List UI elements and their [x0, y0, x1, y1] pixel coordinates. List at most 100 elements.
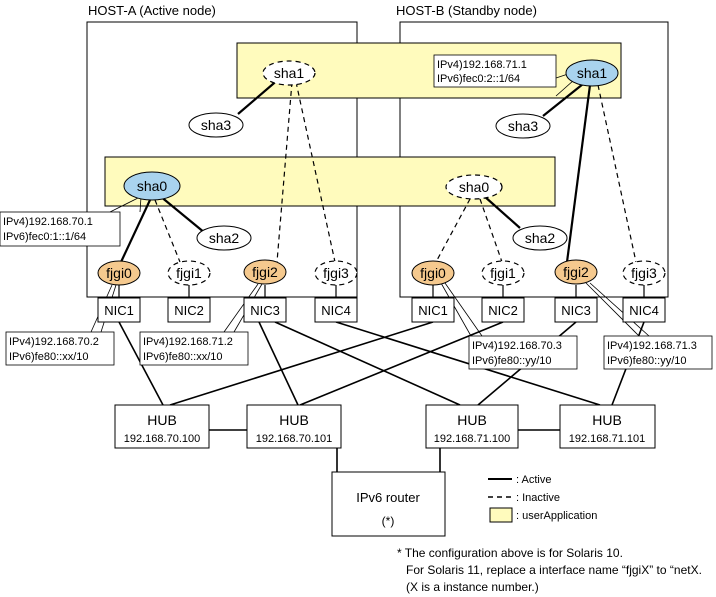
fjgi0-a-label: fjgi0	[106, 265, 132, 281]
legend-userapp-swatch	[489, 507, 513, 523]
fjgi2-a-ipv4: IPv4)192.168.71.2	[143, 336, 233, 348]
fjgi1-b-node[interactable]: fjgi1	[481, 260, 525, 286]
nic2-b-label: NIC2	[488, 303, 518, 318]
nic1-a-label: NIC1	[104, 303, 134, 318]
fjgi0-b-ipv6: IPv6)fe80::yy/10	[472, 355, 552, 367]
host-a-title: HOST-A (Active node)	[88, 3, 216, 18]
fjgi1-a-node[interactable]: fjgi1	[167, 260, 211, 286]
hub-1-label: HUB	[147, 412, 177, 428]
sha1-b-ipv4: IPv4)192.168.71.1	[437, 59, 527, 71]
nic3-a-label: NIC3	[250, 303, 280, 318]
fjgi2-b-label: fjgi2	[563, 264, 589, 280]
fjgi0-b-node[interactable]: fjgi0	[411, 260, 455, 286]
host-b-title: HOST-B (Standby node)	[396, 3, 537, 18]
link-sha0b-fjgi1b	[479, 198, 503, 263]
sha1-a-node[interactable]: sha1	[262, 60, 316, 86]
link-nic4a-hub4	[335, 321, 601, 406]
sha2-b-node[interactable]: sha2	[512, 225, 568, 251]
nic3-b-label: NIC3	[561, 303, 591, 318]
fjgi2-a-node[interactable]: fjgi2	[243, 259, 287, 285]
fjgi1-b-label: fjgi1	[490, 265, 516, 281]
fjgi3-a-label: fjgi3	[323, 265, 349, 281]
fjgi0-a-ipv6: IPv6)fe80::xx/10	[9, 351, 89, 363]
hub-3-ip: 192.168.71.100	[434, 433, 510, 445]
sha3-a-label: sha3	[201, 117, 232, 133]
fjgi0-b-ipv4: IPv4)192.168.70.3	[472, 340, 562, 352]
fjgi3-a-node[interactable]: fjgi3	[314, 260, 358, 286]
sha0-a-ipv4: IPv4)192.168.70.1	[3, 216, 93, 228]
link-nic1b-hub1	[169, 321, 434, 406]
sha3-b-label: sha3	[508, 118, 539, 134]
fjgi2-b-node[interactable]: fjgi2	[554, 259, 598, 285]
sha1-b-label: sha1	[577, 65, 608, 81]
nic-boxes: NIC1 NIC2 NIC3 NIC4 NIC1 NIC2 NIC3 NIC4	[97, 297, 666, 323]
link-sha0b-sha2b	[483, 195, 521, 229]
hub-2[interactable]: HUB 192.168.70.101	[246, 404, 342, 449]
link-sha0a-sha2a	[159, 195, 206, 234]
footnote-line-1: * The configuration above is for Solaris…	[397, 546, 623, 560]
hub-2-ip: 192.168.70.101	[256, 433, 332, 445]
fjgi1-a-label: fjgi1	[176, 265, 202, 281]
footnote-line-2: For Solaris 11, replace a interface name…	[406, 563, 702, 577]
sha1-a-label: sha1	[274, 65, 305, 81]
hub-1[interactable]: HUB 192.168.70.100	[114, 404, 210, 449]
fjgi3-b-label: fjgi3	[631, 265, 657, 281]
link-sha1a-fjgi2a	[276, 81, 293, 263]
sha2-b-label: sha2	[525, 230, 556, 246]
fjgi2-a-address-callout: IPv4)192.168.71.2 IPv6)fe80::xx/10	[139, 331, 249, 366]
legend: : Active : Inactive : userApplication	[488, 474, 597, 523]
hub-3[interactable]: HUB 192.168.71.100	[425, 404, 519, 449]
hub-1-ip: 192.168.70.100	[124, 433, 200, 445]
nic4-b[interactable]: NIC4	[622, 297, 666, 323]
fjgi0-a-node[interactable]: fjgi0	[97, 260, 141, 286]
nic3-a[interactable]: NIC3	[243, 297, 287, 323]
nic2-a[interactable]: NIC2	[167, 297, 211, 323]
nic1-a[interactable]: NIC1	[97, 297, 141, 323]
ipv6-router[interactable]: IPv6 router (*)	[331, 471, 446, 537]
sha3-b-node[interactable]: sha3	[495, 113, 551, 139]
nic2-b[interactable]: NIC2	[481, 297, 525, 323]
sha0-a-ipv6: IPv6)fec0:1::1/64	[3, 231, 86, 243]
router-note: (*)	[382, 514, 395, 528]
fjgi2-a-label: fjgi2	[252, 264, 278, 280]
fjgi2-a-ipv6: IPv6)fe80::xx/10	[143, 351, 223, 363]
link-sha0a-fjgi1a	[154, 199, 181, 263]
nic1-b-label: NIC1	[418, 303, 448, 318]
hub-2-label: HUB	[279, 412, 309, 428]
footnote-line-3: (X is a instance number.)	[406, 580, 539, 594]
links	[118, 77, 645, 472]
link-sha1b-sha3b	[542, 83, 584, 117]
sha3-a-node[interactable]: sha3	[188, 112, 244, 138]
nic3-b[interactable]: NIC3	[554, 297, 598, 323]
sha1-b-address-callout: IPv4)192.168.71.1 IPv6)fec0:2::1/64	[433, 54, 557, 88]
fjgi0-b-address-callout: IPv4)192.168.70.3 IPv6)fe80::yy/10	[468, 335, 578, 370]
sha1-b-node[interactable]: sha1	[565, 59, 619, 87]
footnote: * The configuration above is for Solaris…	[397, 546, 702, 594]
fjgi2-b-ipv6: IPv6)fe80::yy/10	[607, 355, 687, 367]
link-sha1b-fjgi2b	[565, 84, 592, 263]
legend-inactive-label: : Inactive	[516, 492, 560, 504]
sha0-a-node[interactable]: sha0	[123, 171, 181, 201]
link-sha1b-fjgi3b	[597, 84, 637, 263]
link-sha0a-fjgi0a	[120, 199, 151, 263]
sha0-b-node[interactable]: sha0	[445, 174, 503, 200]
hub-4[interactable]: HUB 192.168.71.101	[559, 404, 656, 449]
hub-3-label: HUB	[457, 412, 487, 428]
nic4-b-label: NIC4	[629, 303, 659, 318]
hub-4-label: HUB	[592, 412, 622, 428]
fjgi0-a-ipv4: IPv4)192.168.70.2	[9, 336, 99, 348]
link-sha0b-fjgi0b	[435, 198, 471, 263]
nic4-a[interactable]: NIC4	[314, 297, 358, 323]
legend-active-label: : Active	[516, 474, 551, 486]
nic2-a-label: NIC2	[174, 303, 204, 318]
legend-userapp-label: : userApplication	[516, 510, 597, 522]
sha1-b-ipv6: IPv6)fec0:2::1/64	[437, 73, 520, 85]
hub-4-ip: 192.168.71.101	[569, 433, 645, 445]
fjgi3-b-node[interactable]: fjgi3	[622, 260, 666, 286]
nic1-b[interactable]: NIC1	[411, 297, 455, 323]
fjgi2-b-address-callout: IPv4)192.168.71.3 IPv6)fe80::yy/10	[603, 335, 713, 370]
sha2-a-node[interactable]: sha2	[196, 225, 252, 251]
fjgi0-b-label: fjgi0	[420, 265, 446, 281]
sha0-b-label: sha0	[459, 179, 490, 195]
sha0-a-label: sha0	[137, 178, 168, 194]
